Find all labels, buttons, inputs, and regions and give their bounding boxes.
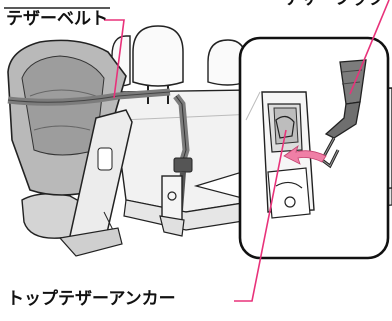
tether-belt-leader-line	[104, 19, 125, 99]
top-tether-anchor-label: トップテザーアンカー	[7, 289, 176, 309]
zoom-detail-panel	[238, 36, 390, 260]
child-seat	[7, 39, 133, 257]
tether-hook-leader-line	[349, 0, 390, 95]
insertion-arrow	[283, 144, 327, 165]
tether-hook-label: テザーフック	[284, 0, 385, 8]
top-tether-anchor-leader-line	[234, 129, 287, 302]
seatback-anchor-bracket	[159, 175, 185, 237]
tether-belt-label: テザーベルト	[6, 9, 108, 29]
